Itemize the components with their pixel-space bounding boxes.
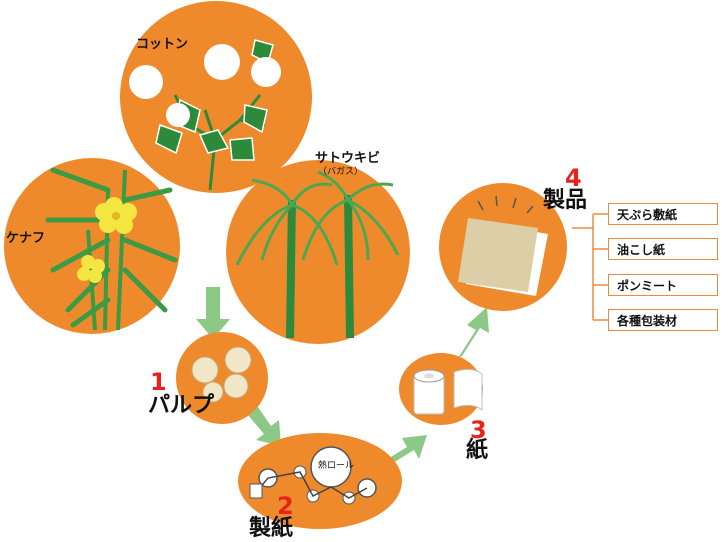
step-2-number: 2 [277, 492, 294, 520]
pulp-circle [176, 332, 268, 424]
products-circle [439, 183, 567, 311]
step-4-number: 4 [565, 164, 582, 192]
step-4-label: 製品 [543, 188, 588, 213]
sugarcane-circle [226, 160, 410, 344]
sugarcane-sublabel: （バガス） [318, 167, 364, 177]
product-item: ポンミート [608, 274, 718, 296]
kenaf-circle [4, 158, 180, 334]
cotton-circle [120, 1, 312, 193]
step-3-number: 3 [470, 416, 487, 444]
product-item: 各種包装材 [608, 309, 718, 331]
heat-roll-label: 熱ロール [318, 461, 355, 471]
step-3-label: 紙 [466, 438, 489, 463]
product-item: 天ぷら敷紙 [608, 203, 718, 225]
papermaking-ellipse [238, 433, 402, 529]
kenaf-label: ケナフ [6, 231, 46, 246]
product-item: 油こし紙 [608, 238, 718, 260]
step-1-label: パルプ [148, 393, 215, 418]
sugarcane-label: サトウキビ [315, 151, 381, 166]
products-connector [572, 213, 608, 321]
step-1-number: 1 [150, 368, 167, 396]
step-2-label: 製紙 [249, 516, 294, 541]
paper-ellipse [399, 353, 483, 425]
cotton-label: コットン [136, 37, 189, 52]
